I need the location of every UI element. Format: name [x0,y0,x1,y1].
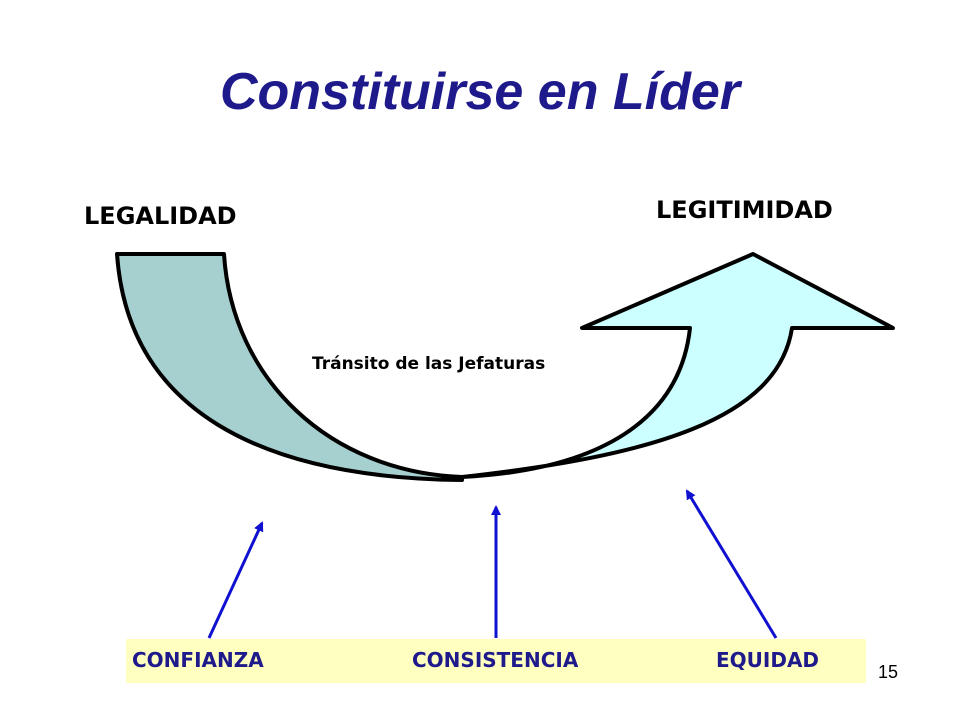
value-confianza: CONFIANZA [132,648,264,672]
value-equidad: EQUIDAD [716,648,820,672]
page-number: 15 [878,662,899,682]
legitimidad-arrow [460,252,895,479]
confianza-arrow [207,521,264,639]
legitimidad-label: LEGITIMIDAD [656,196,833,224]
legalidad-label: LEGALIDAD [84,202,237,230]
values-bar: CONFIANZA CONSISTENCIA EQUIDAD [126,639,866,683]
value-consistencia: CONSISTENCIA [412,648,579,672]
legalidad-curve [115,252,464,482]
slide-title: Constituirse en Líder [219,63,741,121]
equidad-arrow [685,489,778,639]
transito-label: Tránsito de las Jefaturas [312,354,546,374]
